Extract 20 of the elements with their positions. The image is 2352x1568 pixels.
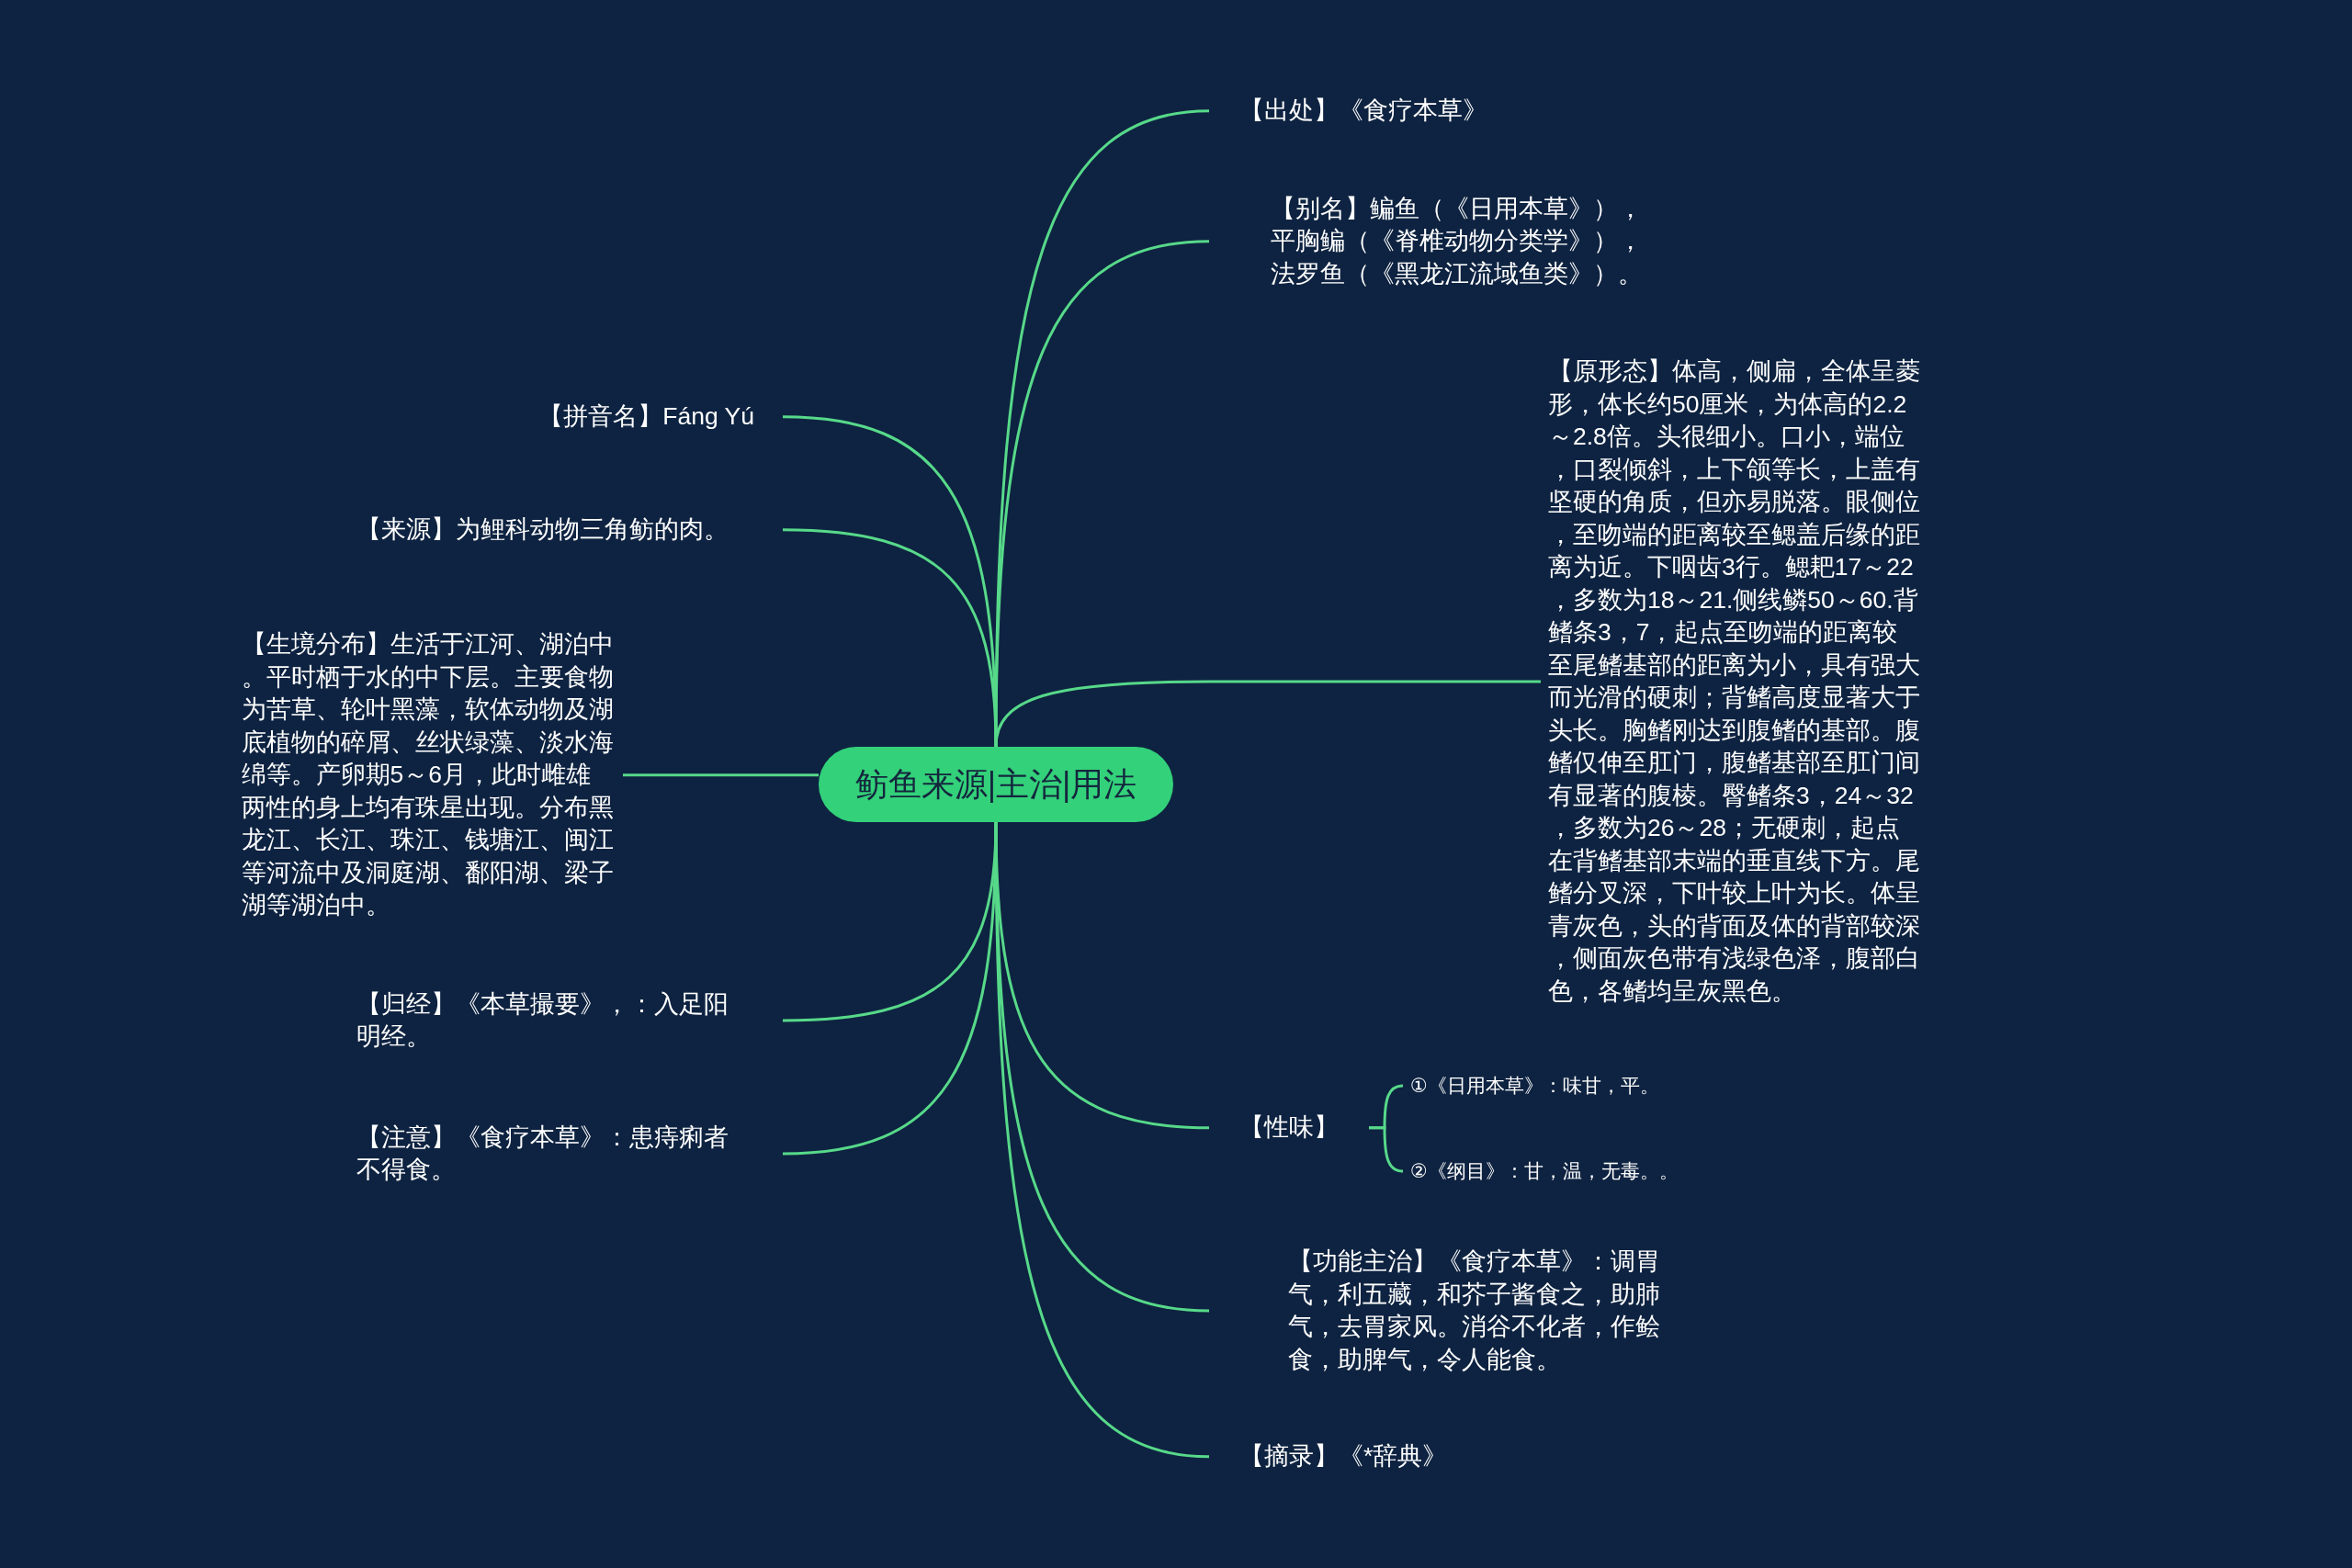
sub-branch-text: ②《纲目》：甘，温，无毒。。 [1403, 1158, 1682, 1184]
connector-line [994, 822, 1210, 1459]
branch-text: 【生境分布】生活于江河、湖泊中。平时栖于水的中下层。主要食物为苦草、轮叶黑藻，软体动物及湖底植物的碎屑、丝状绿藻、淡水海绵等。产卵期5～6月，此时雌雄两性的身上均有珠星出现。分布黑龙江、长江、珠江、钱塘江、闽江等河流中及洞庭湖、鄱阳湖、梁子湖等湖泊中。 [237, 628, 623, 922]
branch-text: 【出处】《食疗本草》 [1209, 95, 1491, 128]
branch-text: 【摘录】《*辞典》 [1209, 1440, 1452, 1473]
topic-pill: 鲂鱼来源|主治|用法 [819, 747, 1173, 822]
branch-text: 【别名】鳊鱼（《日用本草》），平胸鳊（《脊椎动物分类学》），法罗鱼（《黑龙江流域鱼类》）。 [1209, 192, 1647, 290]
connector-line [782, 528, 998, 748]
connector-line [623, 773, 819, 777]
branch-text: 【注意】《食疗本草》：患痔痢者不得食。 [352, 1121, 783, 1187]
branch-text: 【性味】 [1209, 1111, 1369, 1145]
brace-line [1369, 1126, 1404, 1173]
branch-text: 【功能主治】《食疗本草》：调胃气，利五藏，和芥子酱食之，助肺气，去胃家风。消谷不化者，作鲙食，助脾气，令人能食。 [1209, 1246, 1665, 1376]
sub-branch-text: ①《日用本草》：味甘，平。 [1403, 1073, 1663, 1099]
branch-text: 【原形态】体高，侧扁，全体呈菱形，体长约50厘米，为体高的2.2～2.8倍。头很细小。口小，端位，口裂倾斜，上下颌等长，上盖有坚硬的角质，但亦易脱落。眼侧位，至吻端的距离较至鳃盖后缘的距离为近。下咽齿3行。鳃耙17～22，多数为18～21.侧线鳞50～60.背鳍条3，7，起点至吻端的距离较至尾鳍基部的距离为小，具有强大而光滑的硬刺；背鳍高度显著大于头长。胸鳍刚达到腹鳍的基部。腹鳍仅伸至肛门，腹鳍基部至肛门间有显著的腹棱。臀鳍条3，24～32，多数为26～28；无硬刺，起点在背鳍基部末端的垂直线下方。尾鳍分叉深，下叶较上叶为长。体呈青灰色，头的背面及体的背部较深，侧面灰色带有浅绿色泽，腹部白色，各鳍均呈灰黑色。 [1541, 355, 1925, 1008]
connector-line [782, 821, 998, 1156]
branch-text: 【拼音名】Fáng Yú [535, 400, 783, 434]
branch-text: 【来源】为鲤科动物三角鲂的肉。 [353, 513, 783, 547]
branch-text: 【归经】《本草撮要》，：入足阳明经。 [352, 987, 783, 1054]
connector-line [994, 680, 1541, 748]
